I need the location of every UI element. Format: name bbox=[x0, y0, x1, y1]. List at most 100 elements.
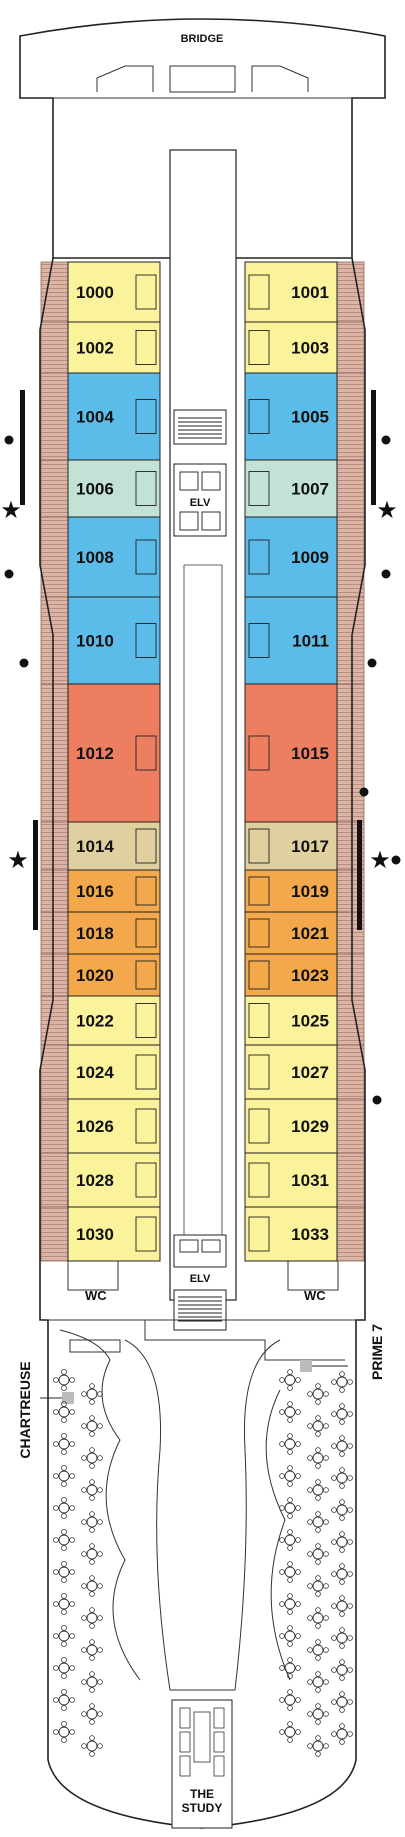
table bbox=[81, 1447, 103, 1469]
cabin-number: 1011 bbox=[292, 632, 329, 651]
cabin-1002[interactable]: 1002 bbox=[40, 321, 161, 374]
cabin-1021[interactable]: 1021 bbox=[244, 911, 365, 955]
cabin-1016[interactable]: 1016 bbox=[40, 869, 161, 913]
cabin-room bbox=[244, 1152, 338, 1208]
cabin-1005[interactable]: 1005 bbox=[244, 372, 365, 461]
cabin-1018[interactable]: 1018 bbox=[40, 911, 161, 955]
table bbox=[53, 1561, 75, 1583]
cabin-1004[interactable]: 1004 bbox=[40, 372, 161, 461]
balcony bbox=[40, 459, 69, 518]
bathroom bbox=[135, 330, 157, 365]
table bbox=[81, 1607, 103, 1629]
chartreuse-area bbox=[40, 1329, 141, 1681]
central-corridor bbox=[169, 149, 237, 1301]
cabin-number: 1003 bbox=[291, 339, 329, 358]
table bbox=[279, 1433, 301, 1455]
balcony bbox=[336, 596, 365, 685]
table bbox=[307, 1415, 329, 1437]
table bbox=[331, 1435, 353, 1457]
cabin-1011[interactable]: 1011 bbox=[244, 596, 365, 685]
balcony bbox=[40, 372, 69, 461]
table bbox=[331, 1499, 353, 1521]
bathroom bbox=[248, 274, 270, 310]
table bbox=[53, 1721, 75, 1743]
cabin-number: 1016 bbox=[76, 882, 114, 901]
balcony bbox=[40, 261, 69, 323]
balcony bbox=[40, 596, 69, 685]
the-study bbox=[171, 1699, 233, 1829]
bathroom bbox=[248, 539, 270, 575]
table bbox=[307, 1671, 329, 1693]
cabin-1007[interactable]: 1007 bbox=[244, 459, 365, 518]
table bbox=[331, 1371, 353, 1393]
cabin-1008[interactable]: 1008 bbox=[40, 516, 161, 598]
cabin-number: 1031 bbox=[291, 1171, 329, 1190]
connecting-bar-left-top bbox=[20, 390, 25, 505]
bathroom bbox=[248, 330, 270, 365]
cabin-number: 1018 bbox=[76, 924, 114, 943]
table bbox=[81, 1479, 103, 1501]
cabin-1026[interactable]: 1026 bbox=[40, 1098, 161, 1154]
cabin-number: 1027 bbox=[291, 1063, 329, 1082]
table bbox=[307, 1703, 329, 1725]
table bbox=[331, 1659, 353, 1681]
cabin-number: 1014 bbox=[76, 837, 114, 856]
table bbox=[53, 1657, 75, 1679]
cabin-number: 1008 bbox=[76, 548, 114, 567]
table bbox=[331, 1467, 353, 1489]
cabin-1009[interactable]: 1009 bbox=[244, 516, 365, 598]
cabin-room bbox=[244, 1044, 338, 1100]
cabin-1010[interactable]: 1010 bbox=[40, 596, 161, 685]
cabin-1012[interactable]: 1012 bbox=[40, 683, 161, 823]
cabin-room bbox=[244, 1098, 338, 1154]
balcony bbox=[40, 869, 69, 913]
cabin-1023[interactable]: 1023 bbox=[244, 953, 365, 997]
bathroom bbox=[248, 1003, 270, 1038]
cabin-room bbox=[67, 1206, 161, 1262]
bathroom bbox=[248, 876, 270, 906]
cabin-number: 1009 bbox=[291, 548, 329, 567]
cabin-1030[interactable]: 1030 bbox=[40, 1206, 161, 1262]
cabin-room bbox=[67, 372, 161, 461]
bathroom bbox=[248, 735, 270, 771]
cabin-1022[interactable]: 1022 bbox=[40, 995, 161, 1046]
table bbox=[81, 1671, 103, 1693]
cabin-1000[interactable]: 1000 bbox=[40, 261, 161, 323]
table bbox=[279, 1625, 301, 1647]
cabin-number: 1004 bbox=[76, 408, 114, 427]
cabin-1017[interactable]: 1017 bbox=[244, 821, 365, 871]
cabin-1006[interactable]: 1006 bbox=[40, 459, 161, 518]
cabin-1027[interactable]: 1027 bbox=[244, 1044, 365, 1100]
cabin-number: 1010 bbox=[76, 632, 114, 651]
balcony bbox=[336, 459, 365, 518]
cabin-1014[interactable]: 1014 bbox=[40, 821, 161, 871]
table bbox=[307, 1479, 329, 1501]
markers: ★ ★ ★ ★ bbox=[0, 390, 401, 1105]
cabin-1025[interactable]: 1025 bbox=[244, 995, 365, 1046]
balcony bbox=[40, 683, 69, 823]
cabin-1003[interactable]: 1003 bbox=[244, 321, 365, 374]
cabin-number: 1000 bbox=[76, 283, 114, 302]
cabin-number: 1012 bbox=[76, 744, 114, 763]
table bbox=[53, 1497, 75, 1519]
cabin-room bbox=[244, 995, 338, 1046]
bathroom bbox=[248, 1108, 270, 1144]
bathroom bbox=[135, 623, 157, 658]
bathroom bbox=[135, 539, 157, 575]
cabin-number: 1006 bbox=[76, 480, 114, 499]
cabin-1015[interactable]: 1015 bbox=[244, 683, 365, 823]
cabin-1029[interactable]: 1029 bbox=[244, 1098, 365, 1154]
table bbox=[307, 1543, 329, 1565]
cabin-1028[interactable]: 1028 bbox=[40, 1152, 161, 1208]
table bbox=[279, 1561, 301, 1583]
table bbox=[53, 1433, 75, 1455]
cabin-room bbox=[244, 261, 338, 323]
cabin-1020[interactable]: 1020 bbox=[40, 953, 161, 997]
cabin-1031[interactable]: 1031 bbox=[244, 1152, 365, 1208]
cabin-1001[interactable]: 1001 bbox=[244, 261, 365, 323]
table bbox=[81, 1639, 103, 1661]
cabin-1024[interactable]: 1024 bbox=[40, 1044, 161, 1100]
cabin-1019[interactable]: 1019 bbox=[244, 869, 365, 913]
cabin-room bbox=[244, 459, 338, 518]
cabin-1033[interactable]: 1033 bbox=[244, 1206, 365, 1262]
